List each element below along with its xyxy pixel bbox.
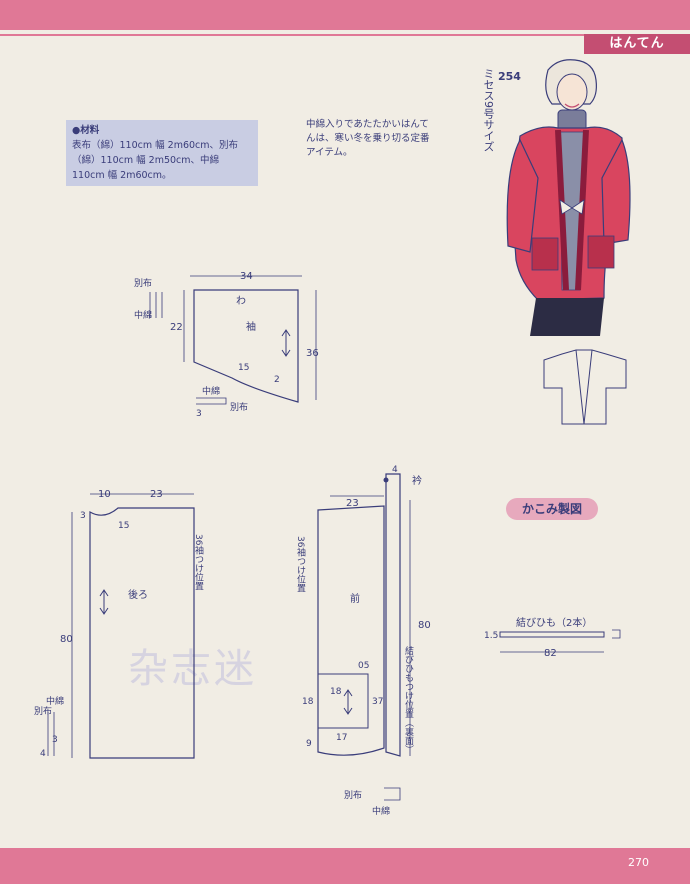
model-size: ミセス9号サイズ — [482, 68, 495, 152]
front-pattern — [317, 473, 411, 801]
front-collar: 衿 — [412, 474, 422, 487]
tie-label: 結びひも（2本） — [516, 616, 592, 629]
front-hem: 9 — [306, 739, 312, 749]
sleeve-nakawata-2: 中綿 — [202, 385, 220, 397]
front-pocket-side: 37 — [372, 697, 383, 707]
materials-box: ●材料 表布（綿）110cm 幅 2m60cm、別布（綿）110cm 幅 2m5… — [66, 120, 258, 186]
bottom-color-band — [0, 848, 690, 884]
top-rule-line — [0, 34, 690, 36]
back-sleeve-attach: 36袖つけ位置 — [193, 534, 204, 590]
page-number: 270 — [628, 856, 649, 869]
flat-sketch — [543, 349, 627, 425]
sleeve-height-left: 22 — [170, 322, 183, 333]
sleeve-betsununo: 別布 — [134, 277, 152, 289]
back-top-right: 23 — [150, 489, 163, 500]
front-sleeve-attach: 36袖つけ位置 — [295, 536, 306, 592]
top-color-band — [0, 0, 690, 30]
front-nakawata: 中綿 — [372, 805, 390, 817]
front-length: 80 — [418, 620, 431, 631]
back-nakawata: 中綿 — [46, 695, 64, 707]
front-top: 23 — [346, 498, 359, 509]
tie-length: 82 — [544, 648, 557, 659]
materials-text: 表布（綿）110cm 幅 2m60cm、別布（綿）110cm 幅 2m50cm、… — [72, 140, 239, 181]
materials-title: ●材料 — [72, 125, 100, 136]
back-pattern — [47, 493, 195, 759]
back-length: 80 — [60, 634, 73, 645]
tie-width: 1.5 — [484, 631, 498, 641]
back-top-left: 10 — [98, 489, 111, 500]
sleeve-betsununo-2: 別布 — [230, 401, 248, 413]
front-pocket-top: 05 — [358, 661, 369, 671]
back-neck: 15 — [118, 521, 129, 531]
sleeve-height-right: 36 — [306, 348, 319, 359]
watermark-text: 杂志迷 — [128, 646, 257, 692]
sleeve-nakawata: 中綿 — [134, 309, 152, 321]
section-title: はんてん — [584, 34, 690, 54]
tie-pattern — [499, 629, 621, 653]
sleeve-fold: わ — [236, 295, 246, 307]
back-name: 後ろ — [128, 588, 148, 601]
back-shoulder: 3 — [80, 511, 86, 521]
sleeve-width: 34 — [240, 271, 253, 282]
sleeve-curve-a: 15 — [238, 363, 249, 373]
intro-text: 中綿入りであたたかいはんてんは、寒い冬を乗り切る定番アイテム。 — [306, 119, 430, 158]
sleeve-seam: 3 — [196, 409, 202, 419]
kakomi-label: かこみ製図 — [506, 498, 598, 520]
sleeve-curve-b: 2 — [274, 375, 280, 385]
model-illustration — [506, 59, 631, 336]
front-pocket-height: 18 — [302, 697, 314, 707]
front-tie-position: 結びひもつけ位置（裏面） — [403, 645, 414, 754]
back-hem-a: 4 — [40, 749, 46, 759]
back-hem-b: 3 — [52, 735, 58, 745]
front-pocket-width: 17 — [336, 733, 347, 743]
front-pocket-inner: 18 — [330, 687, 342, 697]
sleeve-pattern — [149, 275, 317, 405]
front-collar-mark — [383, 477, 389, 483]
back-betsununo: 別布 — [34, 705, 52, 717]
front-collar-width: 4 — [392, 465, 398, 475]
front-betsununo: 別布 — [344, 789, 362, 801]
sleeve-name: 袖 — [246, 320, 256, 333]
model-number: 254 — [498, 70, 521, 83]
front-name: 前 — [350, 592, 360, 605]
